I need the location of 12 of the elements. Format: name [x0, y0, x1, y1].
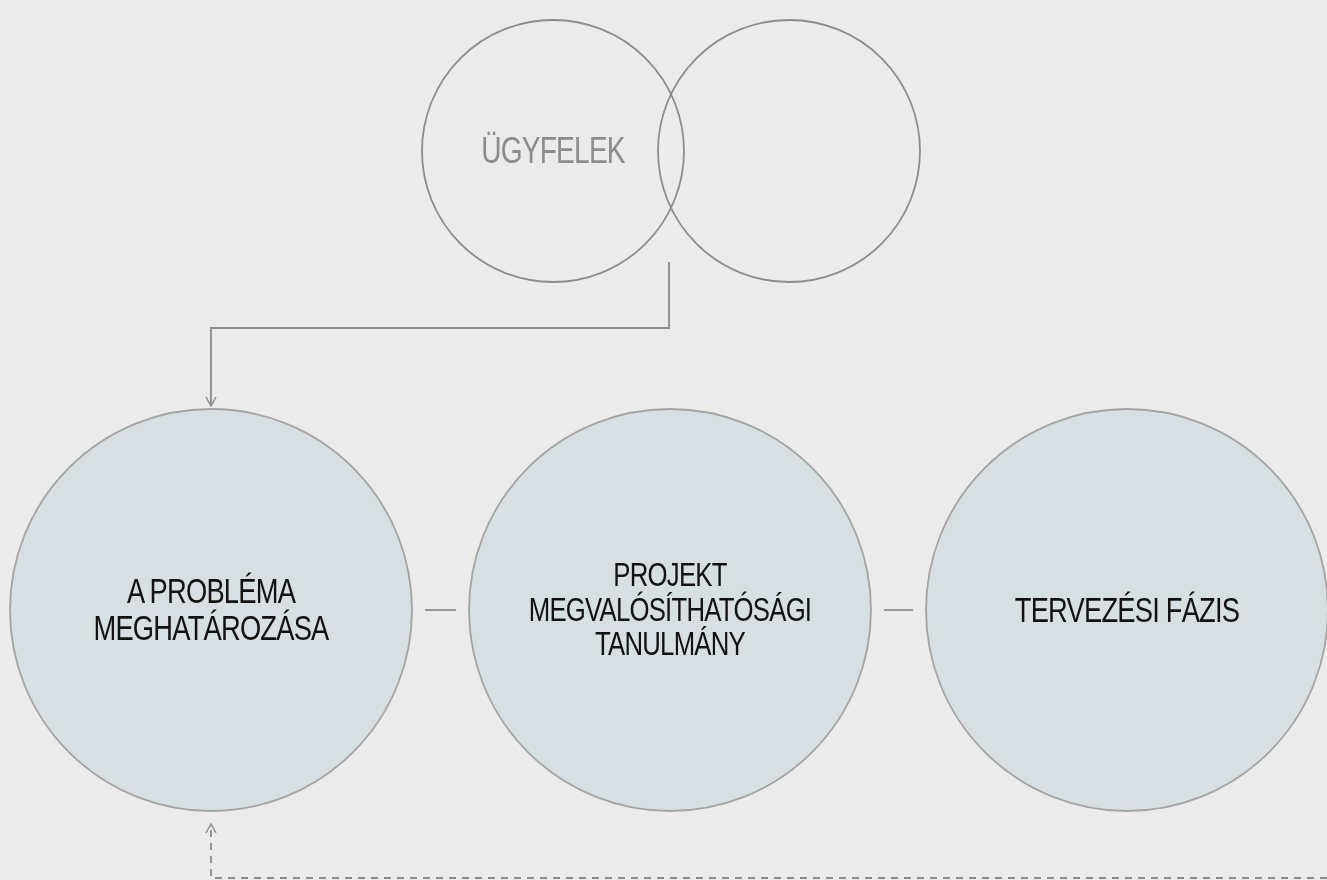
node-label: A PROBLÉMA MEGHATÁROZÁSA: [92, 573, 330, 647]
dashed-arrow: [205, 823, 1327, 879]
connector-line: [205, 261, 670, 407]
node-label: TERVEZÉSI FÁZIS: [1013, 591, 1241, 629]
circle-node: [468, 408, 872, 812]
circle-node: [657, 19, 921, 283]
connector-line: [883, 609, 914, 611]
connector-line: [424, 609, 457, 611]
circle-node: [421, 19, 685, 283]
node-label: PROJEKT MEGVALÓSÍTHATÓSÁGI TANULMÁNY: [527, 558, 813, 662]
circle-node: [9, 408, 413, 812]
node-label: ÜGYFELEK: [480, 132, 626, 170]
